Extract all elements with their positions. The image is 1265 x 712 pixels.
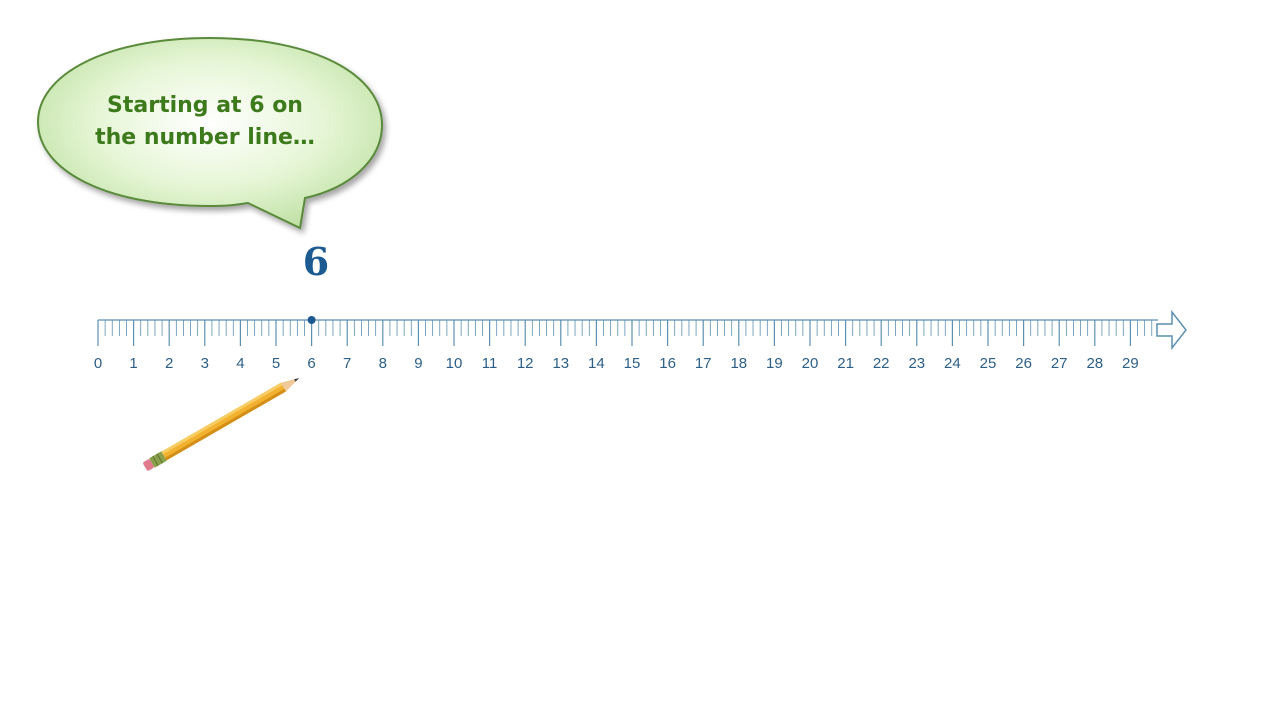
speech-bubble: [36, 36, 384, 230]
tick-label: 17: [695, 355, 712, 372]
arrow-right-icon: [1156, 309, 1187, 351]
tick-label: 25: [980, 355, 997, 372]
tick-label: 7: [343, 355, 351, 372]
tick-label: 0: [94, 355, 102, 372]
tick-label: 28: [1086, 355, 1103, 372]
tick-label: 20: [802, 355, 819, 372]
marker-dot: [307, 316, 316, 324]
tick-label: 9: [414, 355, 422, 372]
tick-label: 12: [517, 355, 534, 372]
tick-label: 14: [588, 355, 605, 372]
tick-label: 29: [1122, 355, 1139, 372]
tick-label: 1: [129, 355, 137, 372]
tick-label: 5: [272, 355, 280, 372]
tick-label: 16: [659, 355, 676, 372]
tick-label: 4: [236, 355, 244, 372]
tick-label: 19: [766, 355, 783, 372]
tick-label: 27: [1051, 355, 1068, 372]
tick-label: 13: [552, 355, 569, 372]
tick-label: 3: [201, 355, 209, 372]
tick-label: 15: [624, 355, 641, 372]
tick-label: 8: [379, 355, 387, 372]
tick-label: 10: [446, 355, 463, 372]
marker-value-label: 6: [302, 239, 330, 284]
speech-bubble-text: Starting at 6 on the number line…: [70, 90, 340, 154]
tick-label: 23: [908, 355, 925, 372]
tick-label: 6: [307, 355, 315, 372]
tick-label: 22: [873, 355, 890, 372]
tick-label: 11: [482, 355, 498, 372]
number-line-ticks: [97, 319, 1158, 346]
tick-label: 26: [1015, 355, 1032, 372]
speech-line-2: the number line…: [95, 125, 315, 150]
speech-bubble-shape: [36, 36, 384, 230]
tick-label: 18: [730, 355, 747, 372]
tick-label: 2: [165, 355, 173, 372]
speech-line-1: Starting at 6 on: [107, 93, 303, 118]
tick-label: 21: [837, 355, 854, 372]
tick-label: 24: [944, 355, 961, 372]
pencil-icon: [143, 378, 300, 471]
